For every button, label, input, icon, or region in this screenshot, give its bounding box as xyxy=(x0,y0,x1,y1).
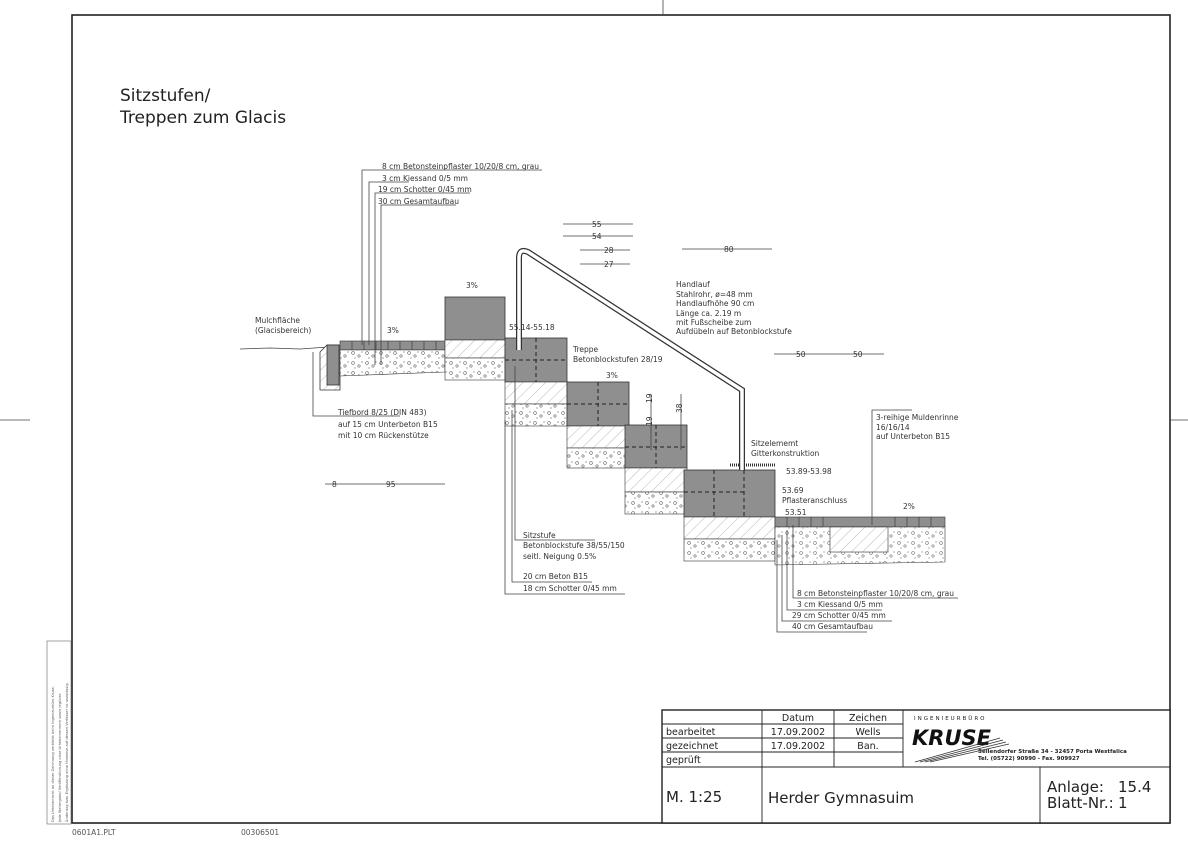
step-4-seat-element xyxy=(683,463,776,562)
row-date: 17.09.2002 xyxy=(771,727,825,738)
dimension-lines xyxy=(325,223,884,485)
handrail-label: mit Fußscheibe zum xyxy=(676,318,751,327)
step-2 xyxy=(566,381,630,469)
gravel-bed xyxy=(444,357,506,381)
sitzstufe-label: Betonblockstufe 38/55/150 xyxy=(523,541,625,550)
col-zeichen: Zeichen xyxy=(849,713,887,724)
footer-file: 0601A1.PLT xyxy=(72,828,116,837)
beton-label: 18 cm Schotter 0/45 mm xyxy=(523,584,617,593)
dimension-label: 50 xyxy=(853,350,863,359)
mulch-label: (Glacisbereich) xyxy=(255,326,311,335)
copyright-note: Das Urheberrecht an dieser Zeichnung ver… xyxy=(51,686,55,822)
row-sign: Wells xyxy=(856,727,881,738)
slope-label: 2% xyxy=(903,502,915,511)
handrail-label: Länge ca. 2.19 m xyxy=(676,309,741,318)
dimension-label: 8 xyxy=(332,480,337,489)
logo-swoosh xyxy=(914,737,1010,763)
sheet-border xyxy=(71,14,1171,824)
anlage-value: 15.4 xyxy=(1118,778,1151,796)
handrail-label: Aufdübeln auf Betonblockstufe xyxy=(676,327,792,336)
dimension-label: 28 xyxy=(604,246,614,255)
treppe-label: Treppe xyxy=(572,345,599,354)
scale-label: M. 1:25 xyxy=(666,788,722,806)
col-datum: Datum xyxy=(782,713,814,724)
layer-label: 8 cm Betonsteinpflaster 10/20/8 cm, grau xyxy=(797,589,954,598)
layer-label: 3 cm Kiessand 0/5 mm xyxy=(797,600,883,609)
handrail-label: Stahlrohr, ø=48 mm xyxy=(676,290,753,299)
sitzstufe-label: Sitzstufe xyxy=(523,531,556,540)
dimension-label: 19 xyxy=(645,393,654,403)
layer-label: 40 cm Gesamtaufbau xyxy=(792,622,873,631)
project-name: Herder Gymnasuim xyxy=(768,789,914,807)
tiefbord-label: mit 10 cm Rückenstütze xyxy=(338,431,429,440)
concrete-bed xyxy=(444,339,506,359)
beton-label: 20 cm Beton B15 xyxy=(523,572,588,581)
row-label: bearbeitet xyxy=(666,727,716,738)
row-label: gezeichnet xyxy=(666,741,718,752)
level-label: 55.14-55.18 xyxy=(509,323,555,332)
tiefbord-label: Tiefbord 8/25 (DIN 483) xyxy=(337,408,427,417)
drawing-title-line1: Sitzstufen/ xyxy=(120,86,211,106)
anlage-label: Anlage: xyxy=(1047,778,1104,796)
copyright-note: Jede Weitergabe/ Veröffentlichung ohne U… xyxy=(58,693,62,823)
handrail-label: Handlaufhöhe 90 cm xyxy=(676,299,754,308)
lower-paving xyxy=(774,516,946,566)
layer-label: 29 cm Schotter 0/45 mm xyxy=(792,611,886,620)
dimension-label: 54 xyxy=(592,232,602,241)
blatt-label: Blatt-Nr.: xyxy=(1047,794,1114,812)
seat-block xyxy=(444,296,506,341)
title-block: Datum Zeichen bearbeitet 17.09.2002 Well… xyxy=(661,709,1171,824)
step-1 xyxy=(504,337,568,427)
layer-label: 3 cm Kiessand 0/5 mm xyxy=(382,174,468,183)
dimension-label: 27 xyxy=(604,260,614,269)
tiefbord-curb xyxy=(326,344,340,386)
mulde-label: 3-reihige Muldenrinne xyxy=(876,413,959,422)
tiefbord-label: auf 15 cm Unterbeton B15 xyxy=(338,420,438,429)
dimension-label: 80 xyxy=(724,245,734,254)
upper-paving xyxy=(339,340,446,351)
dimension-label: 55 xyxy=(592,220,602,229)
company-logo: KRUSE xyxy=(912,726,992,750)
dimension-label: 95 xyxy=(386,480,396,489)
level-label: 53.51 xyxy=(785,508,807,517)
drawing-title-line2: Treppen zum Glacis xyxy=(119,108,286,128)
company-top: INGENIEURBÜRO xyxy=(914,715,986,722)
mulde-label: auf Unterbeton B15 xyxy=(876,432,950,441)
copyright-note: Änderung bzw. Ergänzung ohne Hinweise au… xyxy=(64,682,69,822)
sitzstufe-label: seitl. Neigung 0.5% xyxy=(523,552,596,561)
dimension-label: 19 xyxy=(645,416,654,426)
handrail-label: Handlauf xyxy=(676,280,710,289)
row-date: 17.09.2002 xyxy=(771,741,825,752)
upper-gravel xyxy=(339,349,446,377)
row-sign: Ban. xyxy=(857,741,878,752)
dimension-label: 38 xyxy=(675,403,684,413)
level-label: Pflasteranschluss xyxy=(782,496,847,505)
layer-label: 30 cm Gesamtaufbau xyxy=(378,197,459,206)
slope-label: 3% xyxy=(606,371,618,380)
slope-label: 3% xyxy=(387,326,399,335)
slope-label: 3% xyxy=(466,281,478,290)
layer-label: 8 cm Betonsteinpflaster 10/20/8 cm, grau xyxy=(382,162,539,171)
blatt-value: 1 xyxy=(1118,794,1128,812)
mulde-label: 16/16/14 xyxy=(876,423,910,432)
treppe-label: Betonblockstufen 28/19 xyxy=(573,355,663,364)
level-label: 53.89-53.98 xyxy=(786,467,832,476)
mulch-label: Mulchfläche xyxy=(255,316,300,325)
row-label: geprüft xyxy=(666,755,701,766)
company-phone: Tel. (05722) 90990 - Fax. 909927 xyxy=(978,756,1080,762)
layer-label: 19 cm Schotter 0/45 mm xyxy=(378,185,472,194)
terrain-line xyxy=(239,346,329,350)
footer-code: 00306501 xyxy=(241,828,279,837)
seat-element-label: Sitzelememt xyxy=(751,439,798,448)
company-address: Sellendorfer Straße 34 - 32457 Porta Wes… xyxy=(978,749,1127,755)
step-3 xyxy=(624,424,688,515)
level-label: 53.69 xyxy=(782,486,804,495)
dimension-label: 50 xyxy=(796,350,806,359)
seat-element-label: Gitterkonstruktion xyxy=(751,449,820,458)
